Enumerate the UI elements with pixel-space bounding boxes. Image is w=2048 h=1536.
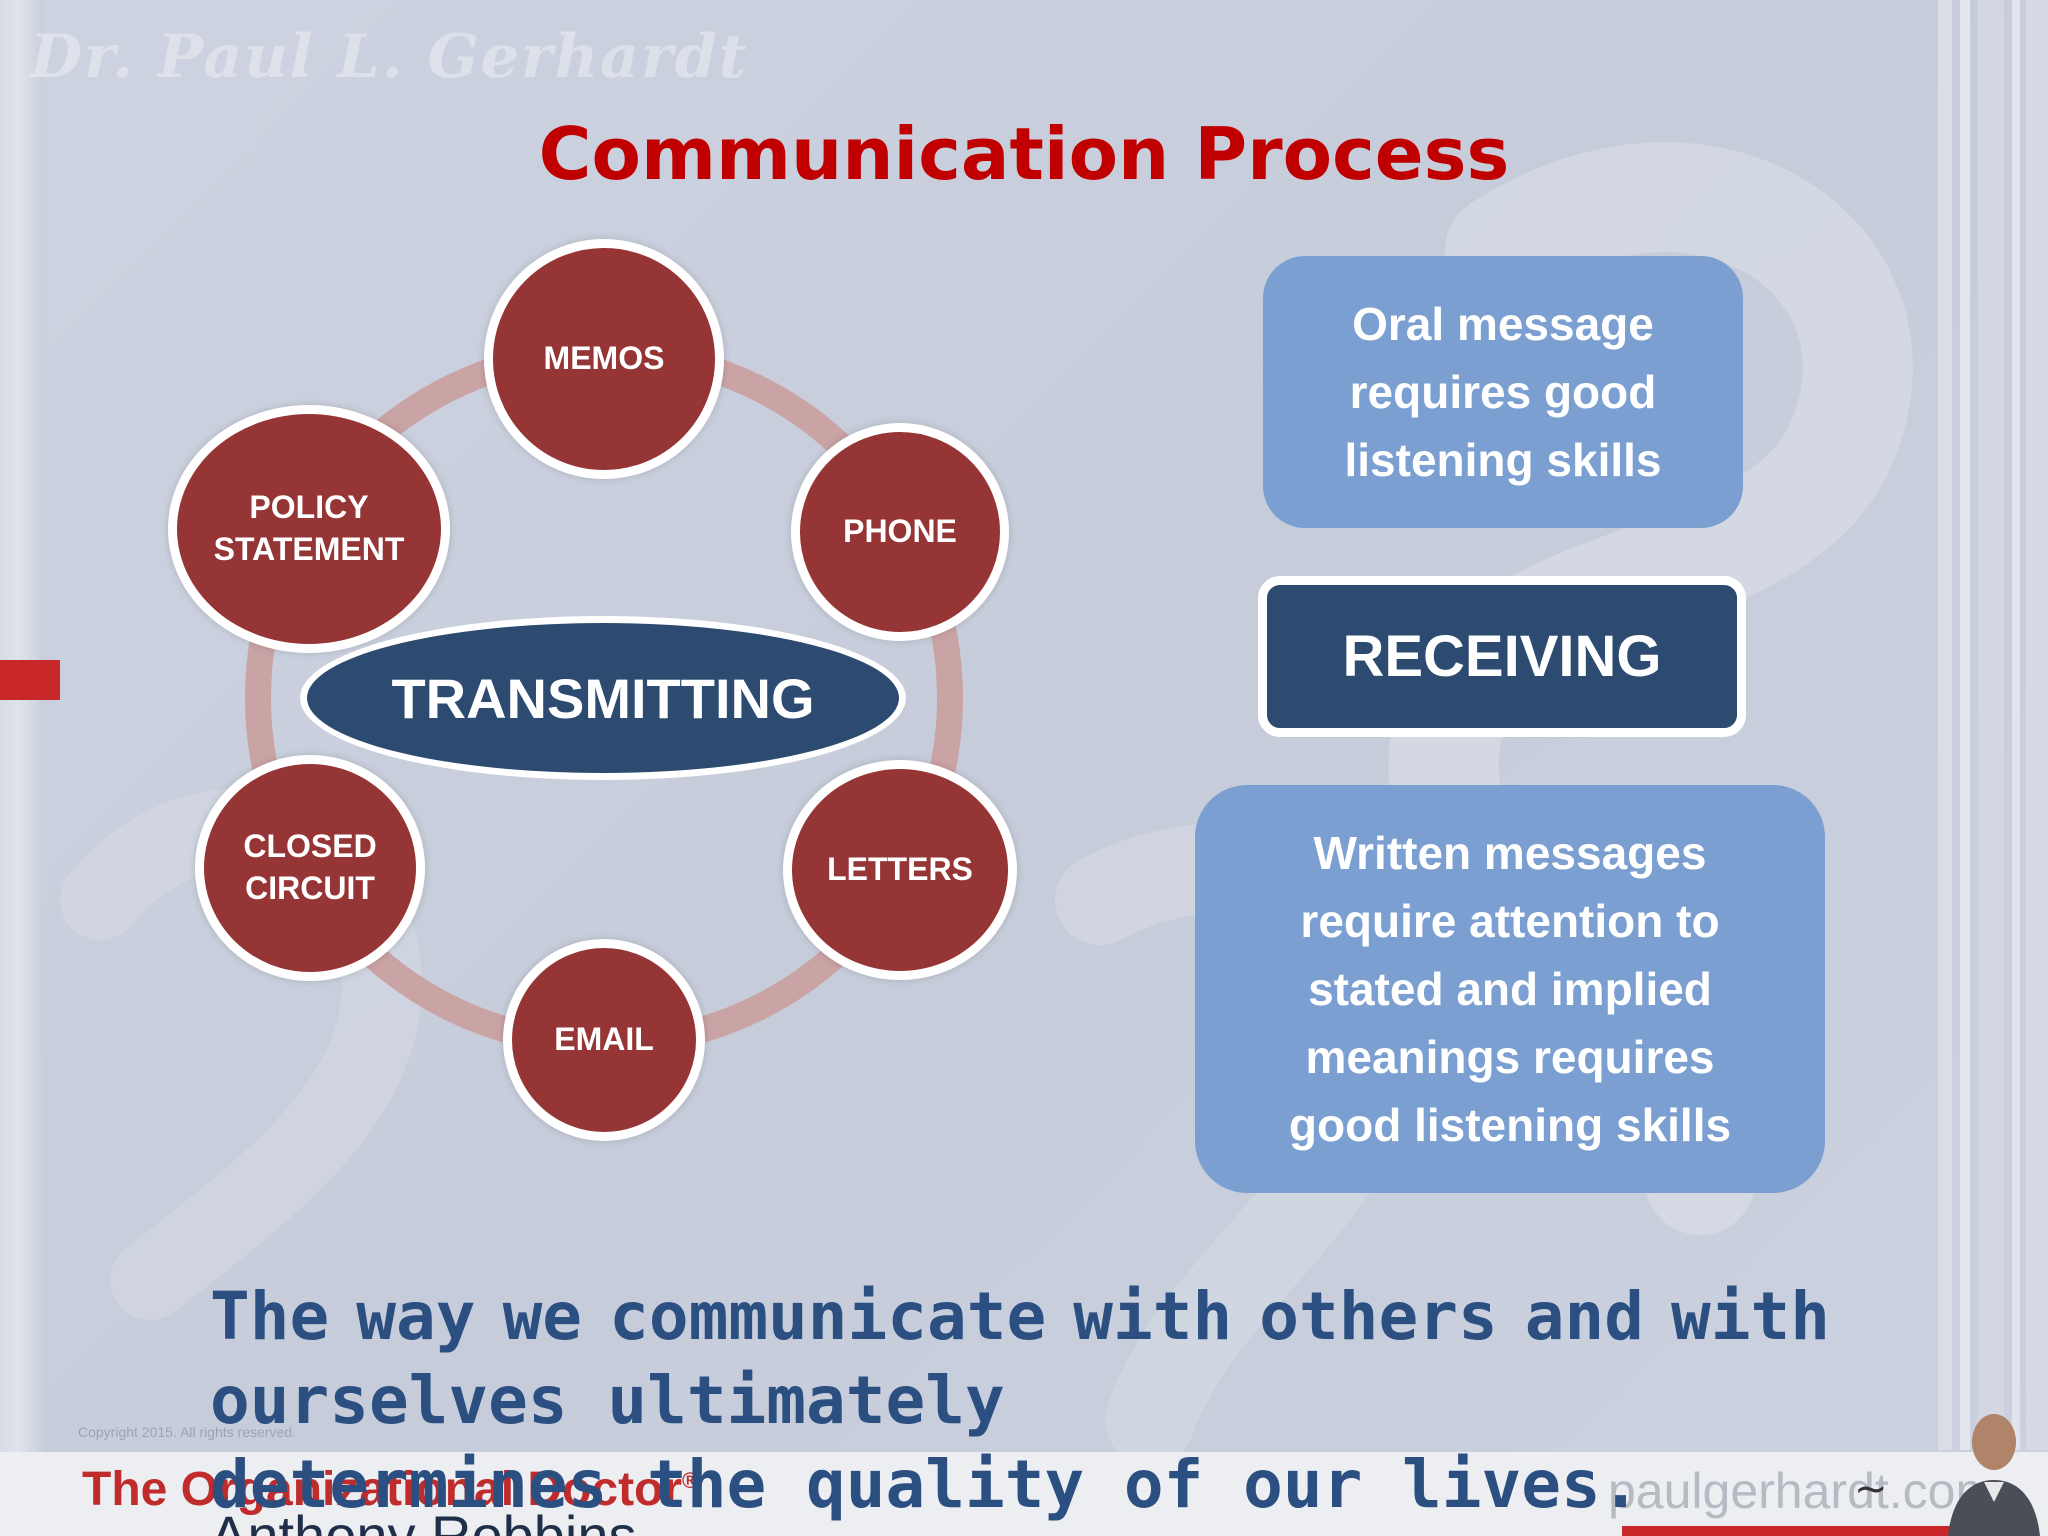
oral-message-text: Oral message requires good listening ski… xyxy=(1344,298,1662,486)
left-stripe xyxy=(0,0,44,1460)
node-closed-circuit: CLOSED CIRCUIT xyxy=(195,755,425,981)
footer-bar xyxy=(0,1452,2048,1536)
written-messages-text: Written messages require attention to st… xyxy=(1288,827,1732,1151)
footer-red-accent xyxy=(1622,1526,1952,1536)
right-stripes xyxy=(1938,0,2048,1450)
node-policy-statement: POLICY STATEMENT xyxy=(168,405,450,653)
red-tab xyxy=(0,660,60,700)
quote-word: The xyxy=(210,1278,330,1355)
site-url: paulgerhardt.com xyxy=(1608,1463,1998,1519)
quote-block: The way we communicate with others and w… xyxy=(210,1275,1830,1527)
quote-line-3: determines the quality of our lives. xyxy=(210,1446,1641,1523)
brand-text: The Organizational Doctor xyxy=(82,1463,683,1516)
written-messages-box: Written messages require attention to st… xyxy=(1195,785,1825,1193)
quote-line-1: The way we communicate with others and w… xyxy=(210,1275,1830,1359)
quote-line-2: ourselves ultimately xyxy=(210,1362,1005,1439)
quote-word: way xyxy=(356,1278,476,1355)
node-phone-label: PHONE xyxy=(843,513,957,550)
oral-message-box: Oral message requires good listening ski… xyxy=(1263,256,1743,528)
node-policy-label: POLICY STATEMENT xyxy=(213,489,405,567)
node-letters-label: LETTERS xyxy=(827,851,973,888)
node-letters: LETTERS xyxy=(783,760,1017,980)
quote-word: we xyxy=(502,1278,583,1355)
receiving-label: RECEIVING xyxy=(1342,624,1662,689)
tilde-mark: ~ xyxy=(1854,1466,1888,1512)
quote-author: Anthony Robbins xyxy=(210,1508,637,1536)
quote-word: with xyxy=(1073,1278,1233,1355)
copyright-text: Copyright 2015. All rights reserved. xyxy=(78,1424,296,1440)
slide-title: Communication Process xyxy=(538,112,1510,196)
node-memos: MEMOS xyxy=(484,239,724,479)
brand-name: The Organizational Doctor® xyxy=(82,1462,698,1517)
node-email-label: EMAIL xyxy=(554,1021,654,1058)
node-closed-circuit-label: CLOSED CIRCUIT xyxy=(243,828,377,906)
quote-word: others xyxy=(1259,1278,1498,1355)
registered-mark: ® xyxy=(682,1468,699,1493)
quote-word: with xyxy=(1671,1278,1830,1355)
presenter-avatar xyxy=(1948,1414,2040,1536)
receiving-box: RECEIVING xyxy=(1258,576,1746,737)
node-email: EMAIL xyxy=(503,939,705,1141)
signature-watermark: Dr. Paul L. Gerhardt xyxy=(30,22,749,92)
quote-word: communicate xyxy=(609,1278,1047,1355)
node-memos-label: MEMOS xyxy=(543,340,665,377)
node-phone: PHONE xyxy=(791,423,1009,641)
transmitting-ellipse: TRANSMITTING xyxy=(300,616,906,780)
quote-word: and xyxy=(1524,1278,1644,1355)
transmitting-label: TRANSMITTING xyxy=(391,666,815,730)
